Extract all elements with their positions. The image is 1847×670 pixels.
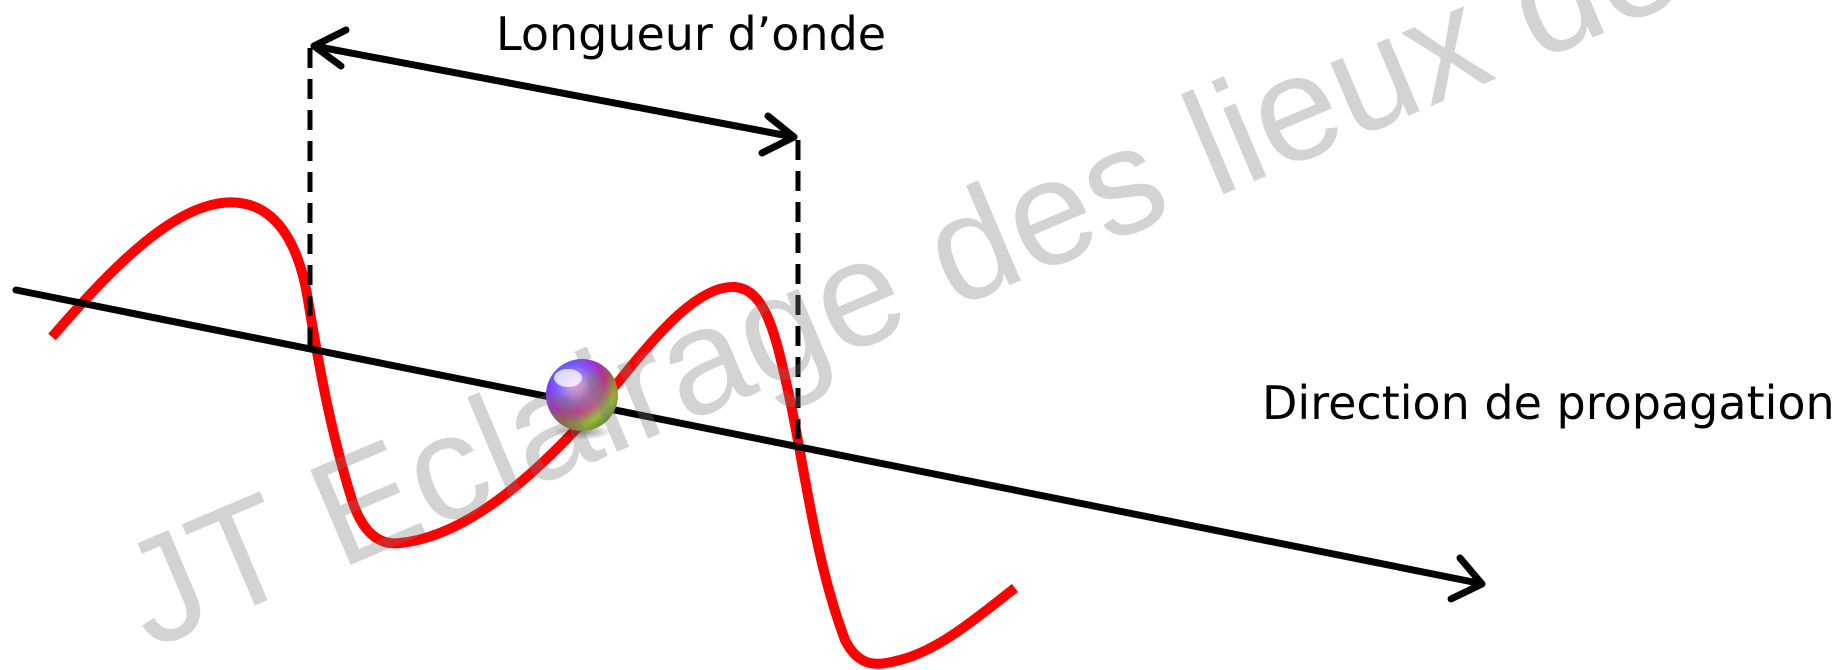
particle-sphere-icon <box>546 359 618 440</box>
wavelength-arrow-line <box>310 42 798 141</box>
watermark-text: JT Eclairage des lieux de travail <box>97 0 1847 670</box>
propagation-label: Direction de propagation <box>1262 376 1835 430</box>
wavelength-label: Longueur d’onde <box>496 7 886 61</box>
propagation-arrowhead <box>1447 554 1486 603</box>
propagation-axis <box>12 286 1482 587</box>
wavelength-arrowhead-left <box>310 26 350 70</box>
wavelength-arrowhead-right <box>758 112 798 157</box>
